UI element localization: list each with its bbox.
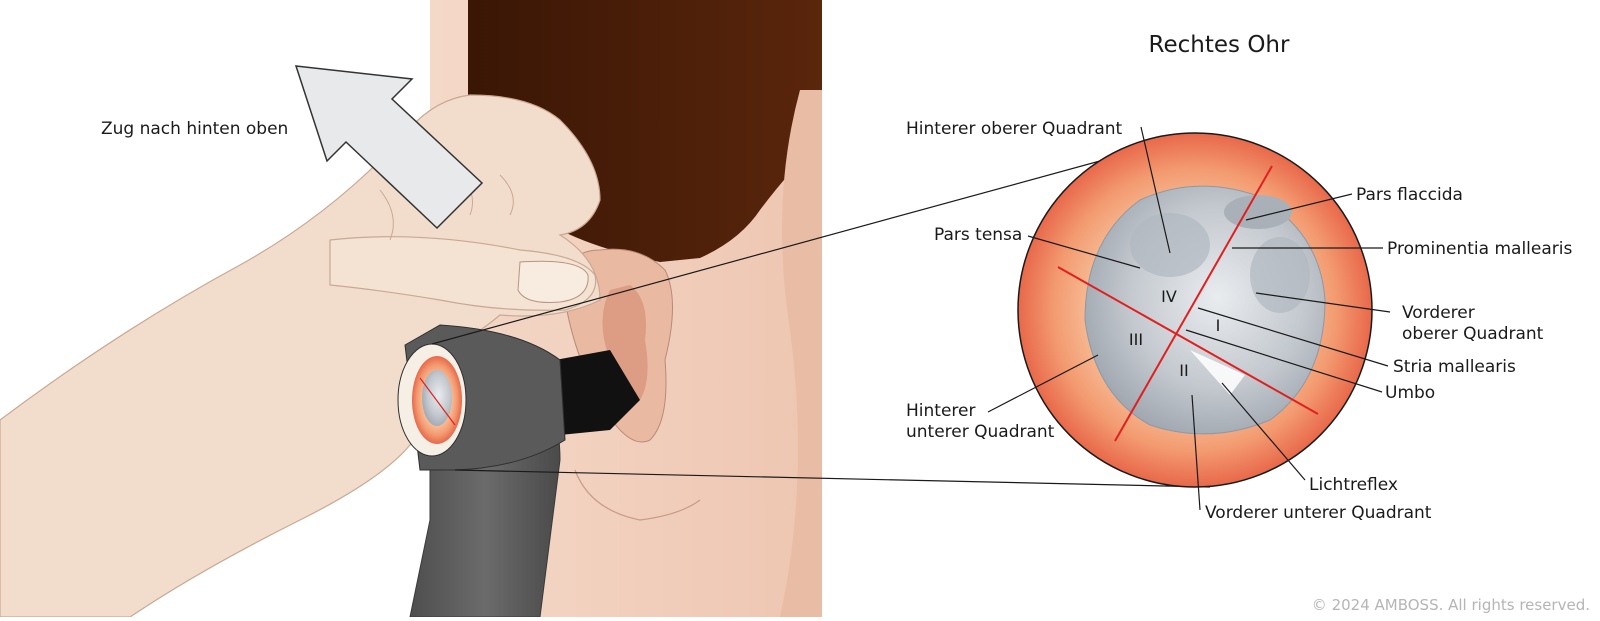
label-stria-mallearis: Stria mallearis [1393,357,1516,377]
label-vorderer-oberer-1: Vorderer [1402,303,1475,323]
quadrant-numerals: IV I III II [1129,287,1220,380]
label-vorderer-unterer-quadrant: Vorderer unterer Quadrant [1205,503,1432,523]
label-hinterer-unterer-2: unterer Quadrant [906,422,1055,442]
pull-arrow-icon [294,65,484,230]
label-vorderer-oberer-2: oberer Quadrant [1402,324,1544,344]
quadrant-iii: III [1129,330,1143,349]
light-reflex-shape [1190,350,1245,395]
shadow-iv [1130,213,1210,277]
leader-lines [987,126,1391,511]
label-pars-tensa: Pars tensa [934,225,1022,245]
ear-inner [602,285,648,400]
pull-arrow [294,65,484,230]
label-prominentia-mallearis: Prominentia mallearis [1387,239,1572,259]
pull-label: Zug nach hinten oben [101,119,288,139]
label-lichtreflex: Lichtreflex [1309,475,1398,495]
pars-flaccida-shape [1224,195,1292,229]
quadrant-ii: II [1179,361,1188,380]
title: Rechtes Ohr [1149,32,1290,58]
label-hinterer-unterer-1: Hinterer [906,401,975,421]
otoscope [397,324,640,618]
projection-line-bottom [454,469,1211,488]
hand-palm [0,94,601,618]
otoscope-speculum [555,350,640,435]
copyright: © 2024 AMBOSS. All rights reserved. [1312,596,1590,614]
neck-shadow [780,90,822,617]
jaw-line [574,469,701,521]
quadrant-i: I [1216,316,1221,335]
quadrant-iv: IV [1161,287,1177,306]
examiner-hand [0,94,601,618]
thumbnail [517,260,589,303]
quadrant-line-1 [1114,165,1273,442]
labels: Rechtes Ohr Hinterer oberer Quadrant Par… [906,32,1572,523]
otoscope-lens-eardrum [422,370,452,426]
label-umbo: Umbo [1385,383,1435,403]
label-pars-flaccida: Pars flaccida [1356,185,1463,205]
projection-line-top [431,149,1141,345]
label-hinterer-oberer-quadrant: Hinterer oberer Quadrant [906,119,1123,139]
quadrant-line-2 [1057,266,1319,415]
